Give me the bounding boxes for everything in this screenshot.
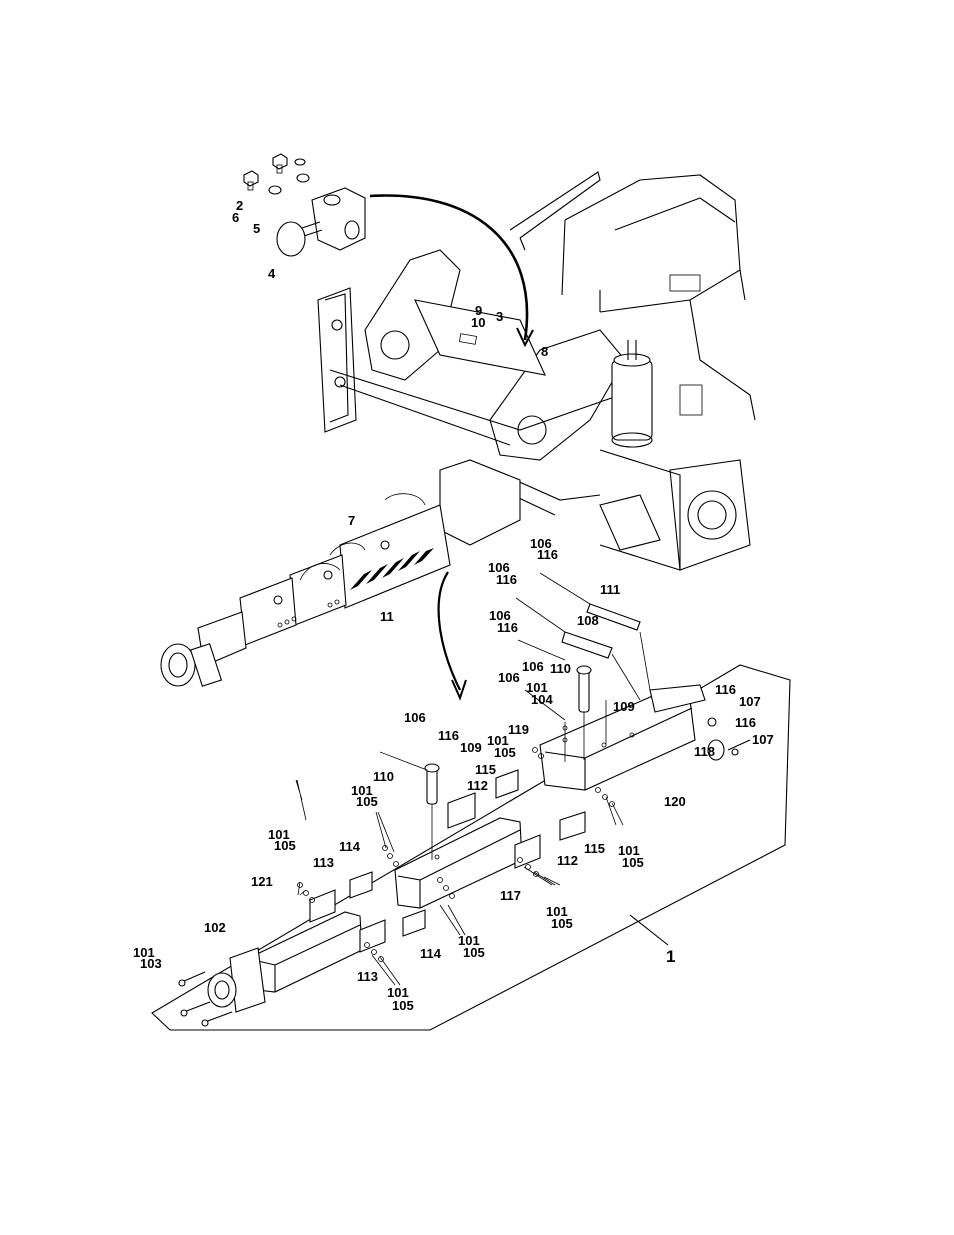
installed-drawbar [161, 494, 450, 686]
callout-c19: 106 [522, 659, 544, 674]
install-arrow-lower [439, 572, 460, 690]
callout-c52: 105 [551, 916, 573, 931]
callout-c33: 120 [664, 794, 686, 809]
callout-c9: 7 [348, 513, 355, 528]
callout-c2: 6 [232, 210, 239, 225]
callout-c60: 113 [357, 969, 378, 984]
callout-c30: 119 [508, 722, 529, 737]
callout-c38: 112 [467, 778, 488, 793]
callout-c28: 107 [752, 732, 774, 747]
callout-c54: 102 [204, 920, 226, 935]
callout-c27: 116 [735, 715, 756, 730]
callout-c6: 10 [471, 315, 485, 330]
callout-c34: 106 [404, 710, 426, 725]
callout-c10: 11 [380, 609, 394, 624]
callout-c23: 104 [531, 692, 553, 707]
callout-c7: 3 [496, 309, 503, 324]
vehicle-frame [318, 172, 755, 570]
callout-c15: 111 [600, 582, 620, 597]
callout-c4: 4 [268, 266, 276, 281]
callout-c44: 105 [622, 855, 644, 870]
callout-c17: 116 [497, 620, 518, 635]
callout-c21: 106 [498, 670, 520, 685]
callout-c42: 115 [584, 841, 605, 856]
callout-c56: 103 [140, 956, 162, 971]
callout-c29: 118 [694, 744, 715, 759]
callout-c50: 117 [500, 888, 521, 903]
callout-c3: 5 [253, 221, 260, 236]
callout-c8: 8 [541, 344, 548, 359]
callout-c62: 105 [392, 998, 414, 1013]
callout-c47: 105 [274, 838, 296, 853]
callout-c45: 112 [557, 853, 578, 868]
callout-c20: 110 [550, 661, 571, 676]
pintle-hook-assembly [244, 154, 365, 256]
callout-c48: 114 [339, 839, 361, 854]
callout-c25: 116 [715, 682, 736, 697]
callout-c26: 107 [739, 694, 761, 709]
callout-c39: 115 [475, 762, 496, 777]
callout-c53: 121 [251, 874, 273, 889]
callout-c36: 109 [460, 740, 482, 755]
callout-c18: 108 [577, 613, 599, 628]
callout-c37: 110 [373, 769, 394, 784]
callout-c41: 105 [356, 794, 378, 809]
callout-c12: 116 [537, 547, 558, 562]
callout-c35: 116 [438, 728, 459, 743]
callout-c24: 109 [613, 699, 635, 714]
callout-c49: 113 [313, 855, 334, 870]
callout-c57: 114 [420, 946, 442, 961]
callout-c32: 105 [494, 745, 516, 760]
callout-c14: 116 [496, 572, 517, 587]
callout-c59: 105 [463, 945, 485, 960]
callout-c63: 1 [666, 947, 675, 966]
